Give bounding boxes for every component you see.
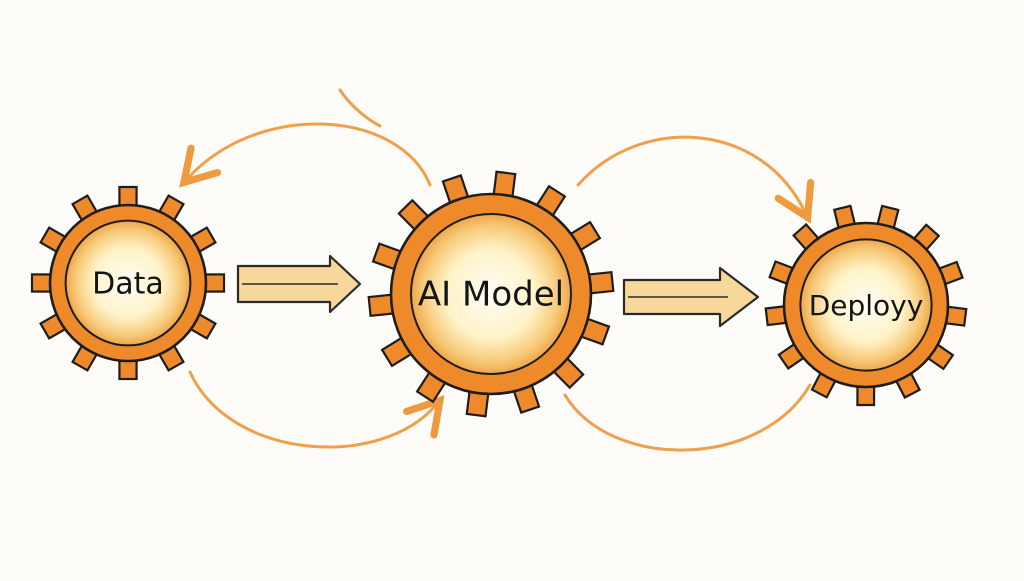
curved-arrow-data-to-model: [188, 370, 445, 449]
curved-arrow-deploy-to-model: [563, 383, 812, 452]
curved-arrow-model-to-data: [179, 122, 432, 188]
gear-deploy: Deployy: [764, 204, 968, 407]
gear-model: AI Model: [367, 170, 615, 418]
gear-label-model: AI Model: [418, 275, 564, 315]
gears-layer: Data AI Model Deployy: [30, 170, 968, 418]
gear-hub: [799, 238, 933, 372]
gear-label-data: Data: [92, 267, 164, 302]
gear-hub: [410, 213, 572, 375]
straight-arrow-model-to-deploy: [622, 266, 760, 328]
cycle-arrows: [179, 88, 815, 452]
gear-label-deploy: Deployy: [809, 289, 924, 322]
gear-data: Data: [30, 185, 226, 381]
gear-hub: [64, 219, 192, 347]
straight-arrow-data-to-model: [236, 254, 362, 314]
curved-arrow-model-to-deploy: [576, 135, 815, 224]
curved-arrow-top-hook: [338, 88, 382, 128]
